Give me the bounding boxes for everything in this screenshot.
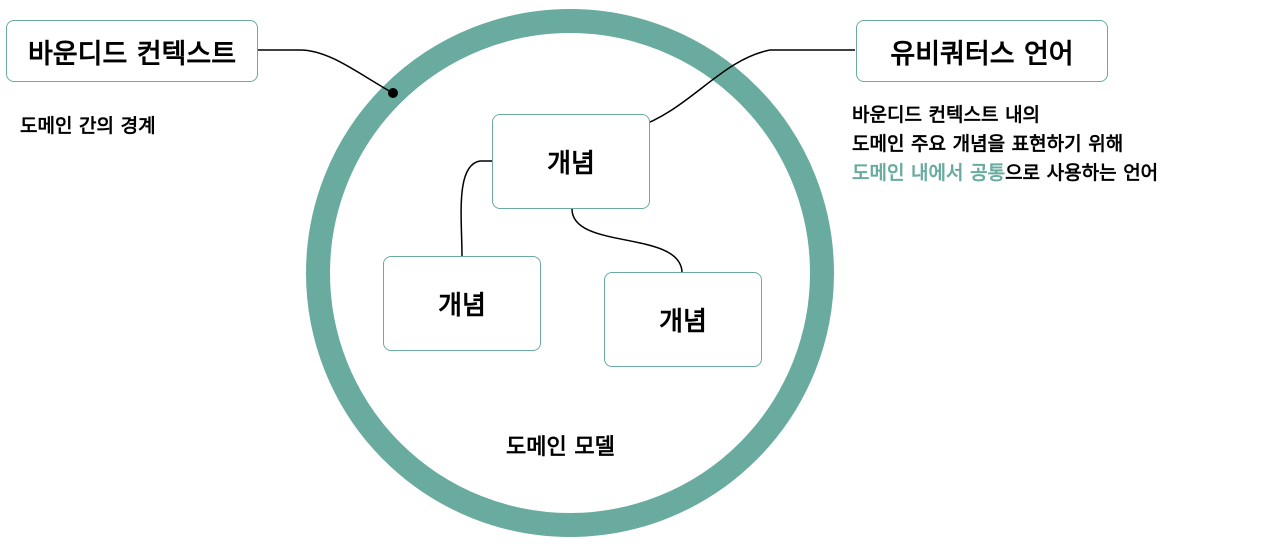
- domain-boundary-circle: [306, 9, 834, 537]
- ubiquitous-language-description-line3: 도메인 내에서 공통으로 사용하는 언어: [852, 159, 1158, 188]
- concept-label-top: 개념: [547, 149, 595, 179]
- concept-box-right: 개념: [604, 272, 762, 367]
- ubiquitous-language-description-line2: 도메인 주요 개념을 표현하기 위해: [852, 133, 1124, 155]
- concept-link-right: [571, 208, 683, 273]
- ubiquitous-language-connector: [634, 49, 855, 129]
- ubiquitous-language-description-line1: 바운디드 컨텍스트 내의: [852, 104, 1041, 126]
- concept-label-right: 개념: [659, 307, 707, 337]
- concept-box-top: 개념: [492, 114, 650, 209]
- bounded-context-connector: [258, 49, 394, 94]
- bounded-context-description: 도메인 간의 경계: [20, 115, 156, 137]
- bounded-context-title: 바운디드 컨텍스트: [27, 38, 237, 70]
- ubiquitous-language-box: 유비쿼터스 언어: [856, 20, 1108, 82]
- ubiquitous-language-title: 유비쿼터스 언어: [890, 38, 1074, 70]
- ubiquitous-language-description: 바운디드 컨텍스트 내의 도메인 주요 개념을 표현하기 위해 도메인 내에서 …: [852, 101, 1158, 188]
- domain-model-label: 도메인 모델: [506, 435, 615, 460]
- ubiquitous-language-description-rest: 으로 사용하는 언어: [1005, 162, 1159, 184]
- ubiquitous-language-description-accent: 도메인 내에서 공통: [852, 162, 1006, 184]
- bounded-context-dot: [388, 88, 398, 98]
- concept-box-left: 개념: [383, 256, 541, 351]
- bounded-context-box: 바운디드 컨텍스트: [6, 20, 258, 82]
- concept-link-left: [460, 160, 492, 257]
- concept-label-left: 개념: [438, 291, 486, 321]
